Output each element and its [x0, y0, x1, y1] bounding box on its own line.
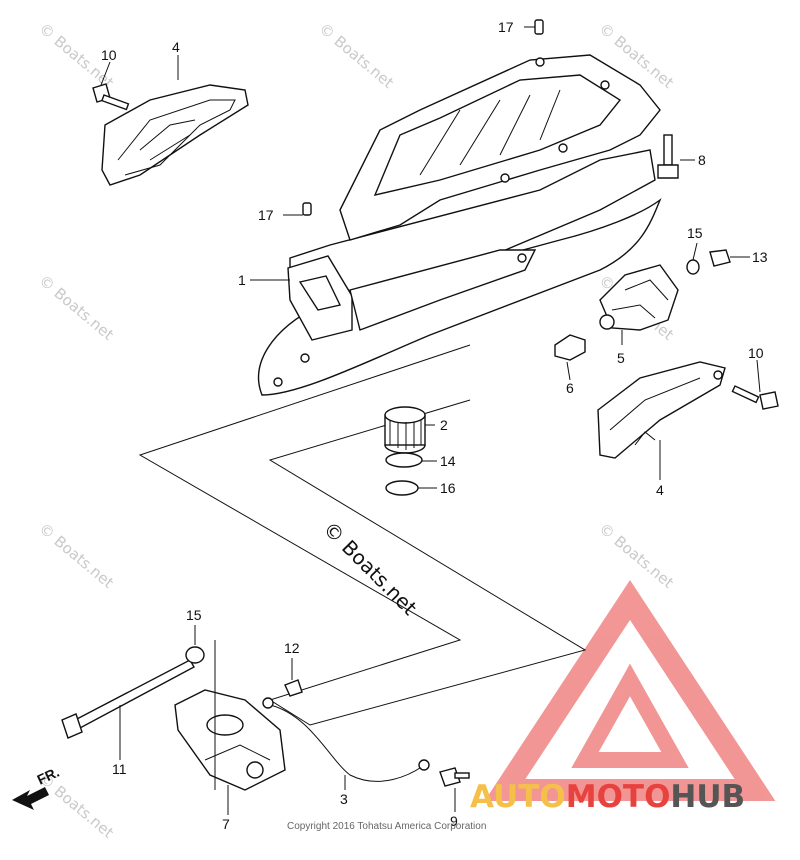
callout-15-lower: 15 [186, 607, 202, 623]
part-17-pin-left [302, 202, 312, 216]
brand-logo [484, 579, 776, 801]
part-5-mount [599, 264, 679, 331]
part-11-long-bolt [61, 659, 195, 739]
part-1-housing [257, 149, 662, 396]
part-10-bolt-right [731, 385, 779, 410]
part-12-bolt [284, 679, 303, 697]
brand-text: AUTOMOTOHUB [470, 779, 745, 815]
callout-17-left: 17 [258, 207, 274, 223]
part-9-bolt [439, 767, 470, 787]
callout-4-right: 4 [656, 482, 664, 498]
brand-text-auto: AUTO [470, 779, 566, 815]
watermark-top-mid: © Boats.net [315, 19, 397, 92]
watermark-low-right: © Boats.net [595, 519, 677, 592]
callout-10-right: 10 [748, 345, 764, 361]
logo-triangle-outer [484, 579, 776, 801]
leader-lines [100, 26, 761, 815]
callout-2: 2 [440, 417, 448, 433]
callout-5: 5 [617, 350, 625, 366]
part-17-pin-top [534, 19, 544, 35]
callout-17-top: 17 [498, 19, 514, 35]
copyright: Copyright 2016 Tohatsu America Corporati… [287, 821, 486, 832]
watermark-low-left: © Boats.net [35, 519, 117, 592]
part-8-bolt [657, 134, 679, 179]
part-4-cover-left [101, 84, 249, 186]
part-2-bearing [384, 406, 426, 454]
callout-6: 6 [566, 380, 574, 396]
brand-text-moto: MOTO [566, 779, 671, 815]
callout-3: 3 [340, 791, 348, 807]
callout-13: 13 [752, 249, 768, 265]
callout-8: 8 [698, 152, 706, 168]
callout-10-left: 10 [101, 47, 117, 63]
callout-11: 11 [112, 761, 127, 777]
part-6-collar [554, 334, 586, 361]
callout-16: 16 [440, 480, 456, 496]
front-arrow-icon [12, 787, 49, 810]
callout-15-upper: 15 [687, 225, 703, 241]
logo-triangle-inner [571, 663, 689, 768]
callout-12: 12 [284, 640, 300, 656]
center-watermark: © Boats.net [318, 517, 421, 620]
assembly-outline [138, 344, 587, 726]
callout-9: 9 [450, 813, 458, 829]
watermark-mid-left: © Boats.net [35, 271, 117, 344]
part-15-washer-lower [185, 646, 205, 664]
callouts: 17 10 4 8 17 15 13 1 5 10 6 2 14 16 4 15… [101, 19, 768, 832]
part-4-cover-right [597, 361, 726, 459]
callout-7: 7 [222, 816, 230, 832]
callout-14: 14 [440, 453, 456, 469]
part-13-nut-group [686, 249, 731, 275]
part-10-bolt-left [92, 83, 130, 111]
part-16-ring [385, 480, 419, 496]
brand-text-hub: HUB [670, 779, 745, 815]
callout-1: 1 [238, 272, 246, 288]
part-3-ground-wire [262, 697, 430, 782]
part-7-clamp [174, 689, 286, 791]
part-14-washer [385, 452, 423, 468]
callout-4-left: 4 [172, 39, 180, 55]
part-1-frame-top [339, 54, 661, 241]
